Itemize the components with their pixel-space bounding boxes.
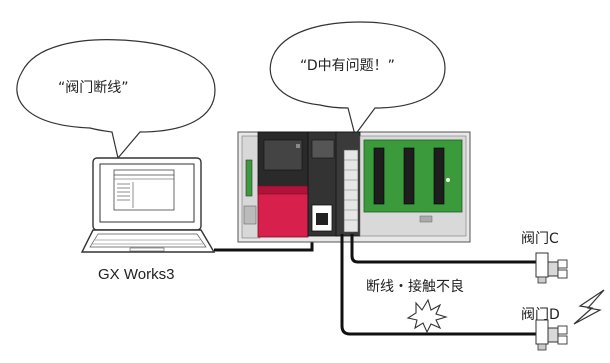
cable-plc-valve-c: [350, 234, 540, 264]
valve-d-icon: [535, 319, 568, 351]
bubble-left-text: “阀门断线”: [58, 80, 129, 96]
spark-burst-icon: [406, 298, 448, 334]
bubble-right-text: “D中有问题！”: [300, 58, 395, 74]
computer-label: GX Works3: [98, 266, 175, 283]
plc-rack-icon: [237, 131, 471, 243]
cable-plc-valve-d: [340, 234, 540, 336]
lightning-bolt-icon: [573, 289, 605, 325]
valve-c-label: 阀门C: [521, 231, 559, 247]
laptop-icon: [80, 157, 216, 253]
speech-bubble-right: [269, 21, 446, 137]
valve-d-label: 阀门D: [521, 307, 560, 323]
valve-c-icon: [535, 252, 568, 284]
speech-bubble-left: [16, 39, 216, 160]
fault-label: 断线・接触不良: [366, 279, 464, 295]
